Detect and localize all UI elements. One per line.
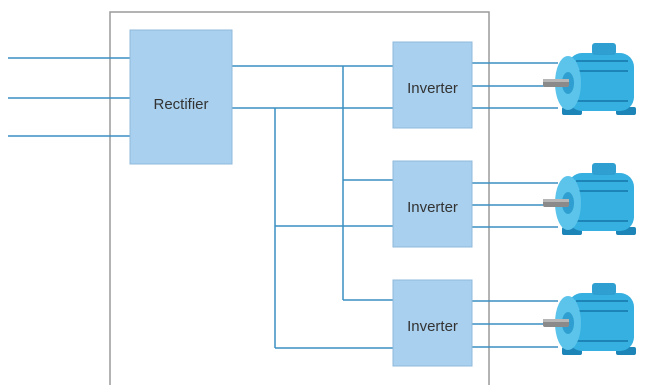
inverter-block-1: Inverter (392, 41, 473, 129)
inverter-label: Inverter (407, 318, 458, 335)
electric-motor-icon (542, 282, 637, 356)
inverter-block-2: Inverter (392, 160, 473, 248)
inverter-label: Inverter (407, 80, 458, 97)
inverter-block-3: Inverter (392, 279, 473, 367)
dc-bus-lines (232, 65, 393, 349)
inverter-label: Inverter (407, 199, 458, 216)
electric-motor-icon (542, 42, 637, 116)
rectifier-label: Rectifier (153, 96, 208, 113)
ac-input-lines (8, 57, 130, 137)
rectifier-block: Rectifier (129, 29, 233, 165)
electric-motor-icon (542, 162, 637, 236)
